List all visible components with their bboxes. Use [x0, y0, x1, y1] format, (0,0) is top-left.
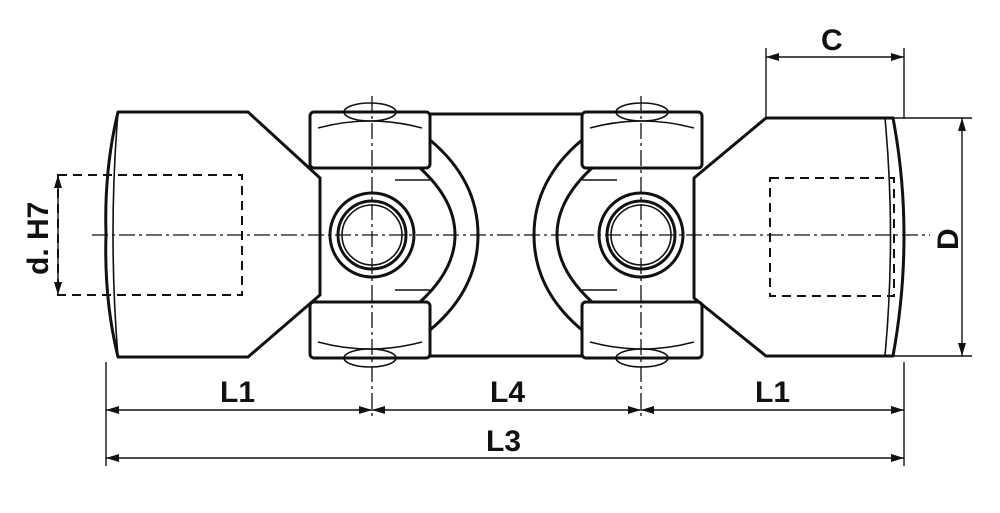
outer-diameter-label: D — [932, 228, 965, 250]
center-body — [428, 112, 584, 358]
center-distance-label: L4 — [490, 376, 525, 409]
center-lines — [92, 96, 930, 418]
outer-diameter-dimension: D — [893, 117, 972, 357]
hub-depth-dimension: C — [765, 24, 905, 118]
hub-depth-label: C — [821, 24, 843, 57]
length-dimensions: L1 L4 L1 L3 — [105, 362, 905, 466]
right-hub — [692, 116, 906, 358]
hub-length-left-label: L1 — [220, 376, 255, 409]
overall-length-label: L3 — [486, 425, 521, 458]
right-yoke — [580, 102, 704, 368]
hub-length-right-label: L1 — [755, 376, 790, 409]
bore-dimension: d. H7 — [22, 175, 62, 295]
right-bore-hidden — [769, 177, 895, 297]
bore-label: d. H7 — [22, 202, 55, 275]
